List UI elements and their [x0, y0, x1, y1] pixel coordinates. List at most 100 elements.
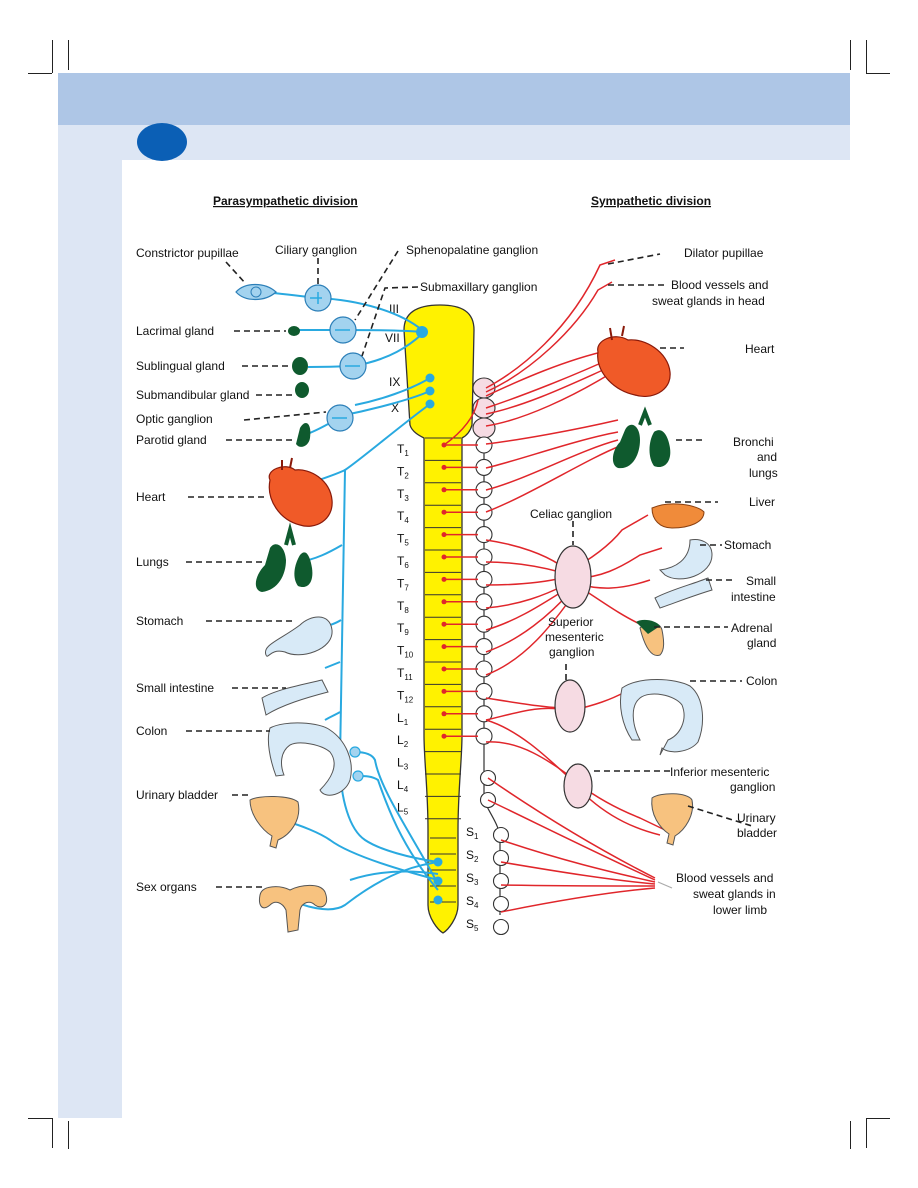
label-parotid-gland: Parotid gland	[136, 433, 207, 447]
spinal-segment-label: L1	[397, 711, 409, 727]
label-superior-mesenteric: mesenteric	[545, 630, 604, 644]
sympathetic-nucleus	[441, 711, 447, 717]
colon-organ-para	[267, 722, 352, 796]
crop-mark	[850, 1121, 851, 1149]
chapter-badge	[137, 123, 187, 161]
label-superior-mesenteric: ganglion	[549, 645, 594, 659]
small-intestine-organ-symp	[654, 577, 713, 609]
sympathetic-nucleus	[441, 621, 447, 627]
chain-ganglion	[475, 481, 493, 499]
crop-mark	[866, 40, 867, 73]
sympathetic-header: Sympathetic division	[591, 194, 711, 208]
chain-ganglion	[492, 918, 510, 936]
urinary-bladder-organ-symp	[651, 793, 694, 846]
spinal-segment-label: T7	[397, 576, 409, 592]
spinal-segment-label: T1	[397, 442, 409, 458]
label-heart-symp: Heart	[745, 342, 775, 356]
spinal-segment-label: T10	[397, 644, 414, 660]
label-heart-para: Heart	[136, 490, 166, 504]
label-vessels-head: sweat glands in head	[652, 294, 765, 308]
spinal-cord	[403, 304, 475, 934]
spinal-segment-label: S4	[466, 894, 479, 910]
sympathetic-nucleus	[441, 532, 447, 538]
crop-mark	[52, 1118, 53, 1148]
label-sphenopalatine-ganglion: Sphenopalatine ganglion	[406, 243, 538, 257]
label-lacrimal-gland: Lacrimal gland	[136, 324, 214, 338]
spinal-segment-label: S5	[466, 917, 479, 933]
label-urinary-bladder-symp: Urinary	[737, 811, 776, 825]
label-ciliary-ganglion: Ciliary ganglion	[275, 243, 357, 257]
crop-mark	[28, 1118, 52, 1119]
inferior-mesenteric-ganglion	[563, 763, 593, 809]
stomach-organ-symp	[658, 539, 713, 580]
sympathetic-leader-lines	[565, 253, 753, 827]
chain-ganglion	[475, 436, 493, 454]
label-superior-mesenteric: Superior	[548, 615, 593, 629]
label-submaxillary-ganglion: Submaxillary ganglion	[420, 280, 537, 294]
sympathetic-nucleus	[441, 733, 447, 739]
submaxillary-ganglion	[339, 352, 367, 380]
label-small-intestine-para: Small intestine	[136, 681, 214, 695]
chain-ganglion	[492, 849, 510, 867]
label-stomach-symp: Stomach	[724, 538, 771, 552]
spinal-segment-label: T3	[397, 487, 409, 503]
label-urinary-bladder-symp: bladder	[737, 826, 777, 840]
adrenal-cap	[636, 619, 660, 634]
label-sex-organs-para: Sex organs	[136, 880, 197, 894]
label-bronchi: Bronchi	[733, 435, 774, 449]
liver-organ-symp	[651, 503, 705, 529]
crop-mark	[52, 40, 53, 73]
left-margin-bar	[58, 160, 122, 1118]
label-vessels-limb: lower limb	[713, 903, 767, 917]
crop-mark	[68, 40, 69, 70]
spinal-segment-label: L3	[397, 756, 409, 772]
spinal-segment-label: L5	[397, 800, 409, 816]
label-vessels-limb: Blood vessels and	[676, 871, 773, 885]
heart-organ-para	[268, 457, 333, 527]
spinal-segment-label: T2	[397, 464, 409, 480]
label-constrictor-pupillae: Constrictor pupillae	[136, 246, 239, 260]
cervical-ganglion	[472, 417, 496, 439]
spinal-segment-label: L2	[397, 733, 409, 749]
sympathetic-preganglionic	[441, 399, 479, 739]
colon-organ-symp	[619, 679, 703, 756]
small-intestine-organ-para	[261, 679, 329, 716]
sex-organs-para	[259, 884, 328, 933]
chain-ganglion	[492, 872, 510, 890]
crop-mark	[68, 1121, 69, 1149]
cranial-nerve-label: III	[389, 302, 399, 316]
spinal-segment-label: S3	[466, 871, 479, 887]
parasympathetic-leader-lines	[186, 250, 419, 888]
label-urinary-bladder-para: Urinary bladder	[136, 788, 218, 802]
label-vessels-limb: sweat glands in	[693, 887, 776, 901]
subheader-band	[58, 125, 850, 160]
sympathetic-nucleus	[441, 599, 447, 605]
label-colon-symp: Colon	[746, 674, 777, 688]
chain-ganglion	[492, 826, 510, 844]
limb-leader	[657, 881, 673, 889]
cranial-nerve-label: VII	[385, 331, 400, 345]
lungs-organ-para	[255, 522, 313, 592]
sympathetic-nucleus	[441, 464, 447, 470]
preganglionic-fiber	[443, 399, 479, 446]
spinal-segment-label: T8	[397, 599, 409, 615]
label-small-intestine-symp: Small	[746, 574, 776, 588]
chain-ganglion	[475, 682, 493, 700]
sympathetic-fibers	[485, 259, 666, 913]
label-inferior-mesenteric: ganglion	[730, 780, 775, 794]
label-stomach-para: Stomach	[136, 614, 183, 628]
crop-mark	[866, 1118, 890, 1119]
parotid-gland	[296, 423, 311, 447]
parasympathetic-nuclei	[416, 326, 443, 905]
superior-mesenteric-ganglion	[554, 679, 586, 733]
sympathetic-nucleus	[441, 688, 447, 694]
submandibular-gland	[295, 382, 309, 398]
ciliary-ganglion	[304, 284, 332, 312]
label-submandibular-gland: Submandibular gland	[136, 388, 249, 402]
crop-mark	[28, 73, 52, 74]
spinal-segment-label: T5	[397, 532, 409, 548]
sympathetic-nucleus	[441, 487, 447, 493]
parasympathetic-header: Parasympathetic division	[213, 194, 358, 208]
crop-mark	[866, 73, 890, 74]
